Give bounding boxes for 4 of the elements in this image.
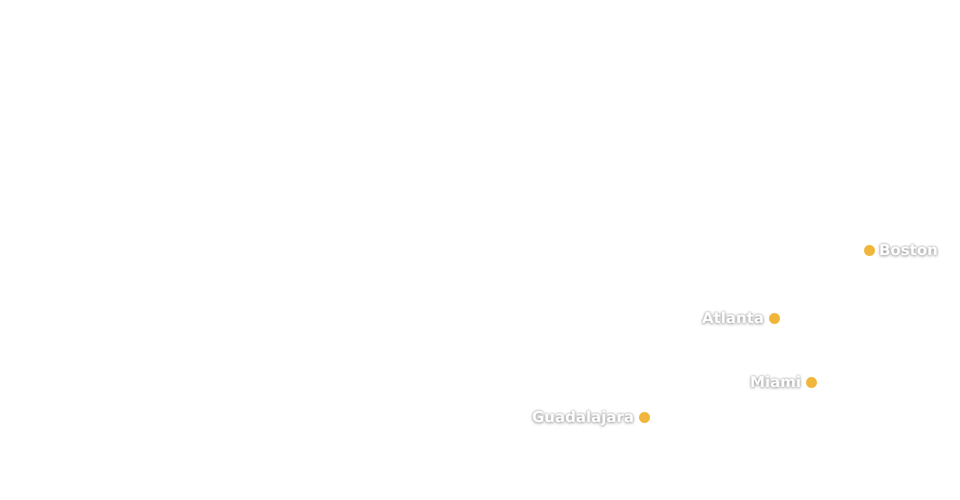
city-label: Atlanta (702, 309, 764, 327)
city-label: Boston (879, 241, 938, 259)
city-label: Guadalajara (532, 408, 634, 426)
city-label: Miami (750, 373, 801, 391)
